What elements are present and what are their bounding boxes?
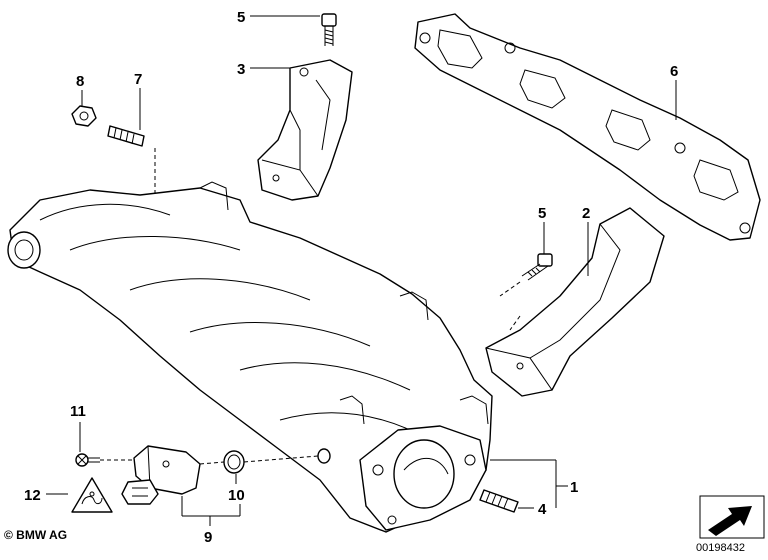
callout-7: 7	[134, 71, 142, 88]
bracket-part-3	[257, 59, 353, 201]
callout-3: 3	[237, 61, 245, 78]
screw-part-11	[75, 453, 100, 467]
callout-5-top: 5	[237, 9, 245, 26]
bolt-part-5-lower	[521, 253, 553, 281]
bracket-part-2	[485, 207, 665, 397]
sensor-part-9	[121, 445, 201, 505]
callout-12: 12	[24, 487, 41, 504]
callout-6: 6	[670, 63, 678, 80]
callout-4: 4	[538, 501, 547, 518]
callout-8: 8	[76, 73, 84, 90]
callout-2: 2	[582, 205, 590, 222]
callout-1: 1	[570, 479, 578, 496]
brand-copyright: © BMW AG	[4, 528, 68, 542]
nut-part-8	[71, 105, 97, 127]
stud-part-4	[479, 489, 519, 513]
leader-lines	[46, 15, 677, 526]
intake-manifold-part-1	[7, 181, 493, 533]
callout-9: 9	[204, 529, 212, 546]
document-number: 00198432	[696, 542, 745, 554]
warning-label-part-12	[71, 477, 113, 513]
seal-ring-part-10	[223, 450, 245, 474]
callout-5-right: 5	[538, 205, 546, 222]
exhaust-gasket-part-6	[414, 13, 761, 241]
stud-part-7	[107, 125, 145, 147]
callout-labels: 5 3 8 7 6 5 2 1 4 11 12 10 9	[24, 9, 678, 546]
orientation-box	[699, 495, 765, 539]
bolt-part-5-upper	[321, 13, 337, 46]
callout-11: 11	[70, 403, 86, 420]
callout-10: 10	[228, 487, 245, 504]
